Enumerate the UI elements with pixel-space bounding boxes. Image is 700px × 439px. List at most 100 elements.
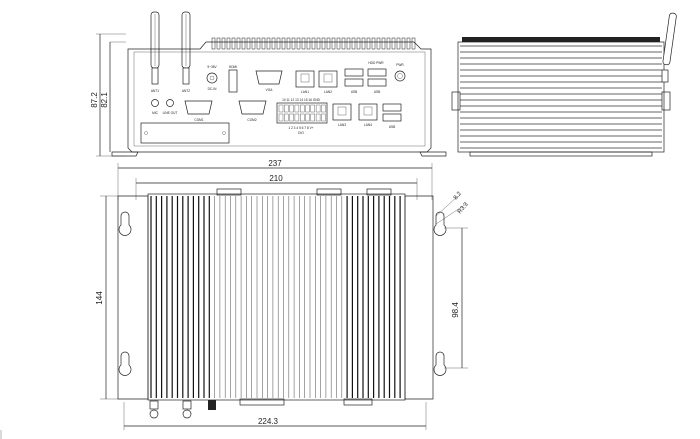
dio-pin: [284, 113, 289, 122]
front-fin: [226, 37, 231, 50]
front-fin: [281, 37, 286, 50]
dio-pin: [278, 104, 284, 113]
front-fin: [236, 37, 241, 50]
front-fin: [406, 37, 411, 50]
dio-pins-top: 10 11 12 13 14 15 16 GND: [282, 98, 321, 102]
ant1-label: ANT1: [151, 89, 159, 93]
dio-pin: [300, 113, 305, 122]
ant2-label: ANT2: [182, 89, 190, 93]
front-fin: [371, 37, 376, 50]
dim-mount-width: 224.3: [258, 417, 279, 426]
front-fin: [356, 37, 361, 50]
front-chassis: [127, 41, 432, 153]
front-fin: [316, 37, 321, 50]
front-fin: [331, 37, 336, 50]
dio-pin: [289, 113, 294, 122]
dio-pin: [289, 104, 294, 113]
front-fin: [376, 37, 381, 50]
expansion-plate: [140, 122, 230, 144]
mic-jack: MIC: [151, 99, 159, 115]
line-out-jack: LINE OUT: [163, 99, 178, 115]
front-fin: [336, 37, 341, 50]
front-fin: [291, 37, 296, 50]
power-label: PWR: [396, 63, 404, 67]
antenna-1: [150, 11, 160, 85]
dim-hole-spacing: 98.4: [451, 302, 460, 318]
keyhole-slot: [118, 351, 132, 376]
usb-bottom: USB: [382, 103, 402, 129]
dio-pin: [284, 104, 289, 113]
lan2-label: LAN2: [324, 90, 332, 94]
com2-port: COM2: [238, 100, 267, 122]
lan4-port: LAN4: [358, 103, 378, 127]
dim-slot-width: 8.2: [453, 191, 463, 202]
front-fin: [306, 37, 311, 50]
front-fin: [366, 37, 371, 50]
usb-top-right: USB: [367, 68, 387, 94]
usb-label-3: USB: [389, 125, 396, 129]
hdmi-port: HDMI: [228, 65, 238, 93]
dio-pin: [321, 104, 326, 113]
dc-in-top-label: 9~36V: [207, 65, 217, 69]
lan4-label: LAN4: [364, 123, 372, 127]
lan3-label: LAN3: [338, 123, 346, 127]
front-fin: [256, 37, 261, 50]
lan3-port: LAN3: [332, 103, 352, 127]
front-fin: [276, 37, 281, 50]
top-view-antenna-1: [149, 400, 159, 419]
dc-in-label: DC-IN: [208, 87, 218, 91]
front-fin: [326, 37, 331, 50]
front-fin: [411, 37, 416, 50]
lan1-port: LAN1: [295, 70, 315, 94]
dim-top-depth: 144: [95, 291, 104, 305]
top-view: 237 210 144: [95, 159, 470, 430]
front-fin: [246, 37, 251, 50]
front-fin: [361, 37, 366, 50]
front-fin: [241, 37, 246, 50]
dim-front-height-inner: 82.1: [100, 92, 109, 108]
front-fin: [221, 37, 226, 50]
dio-label: DIO: [298, 131, 304, 135]
power-button: PWR: [394, 63, 406, 82]
vga-port: VGA: [255, 70, 283, 92]
com1-label: COM1: [194, 118, 203, 122]
dio-pin: [305, 104, 310, 113]
dio-pin: [310, 104, 315, 113]
front-view: 87.2 82.1 9~36V DC-IN HDMI VGA LAN1 LA: [90, 11, 447, 157]
com2-label: COM2: [247, 118, 256, 122]
led-labels: HDD PWR: [368, 61, 384, 65]
front-fin: [271, 37, 276, 50]
dc-in-port: 9~36V DC-IN: [206, 65, 218, 91]
dio-pins-bottom: 1 2 3 4 5 6 7 8 V+: [288, 126, 313, 130]
front-fin: [321, 37, 326, 50]
lan2-port: LAN2: [318, 70, 338, 94]
front-fins: [211, 37, 416, 50]
line-out-label: LINE OUT: [163, 111, 178, 115]
hdmi-label: HDMI: [229, 65, 237, 69]
front-fin: [216, 37, 221, 50]
front-fin: [401, 37, 406, 50]
usb-top-left: USB: [344, 68, 364, 94]
dio-pin: [278, 113, 284, 122]
keyhole-slot: [433, 211, 447, 236]
front-fin: [211, 37, 216, 50]
dim-top-inner-width: 210: [269, 174, 283, 183]
front-fin: [261, 37, 266, 50]
dio-pin: [294, 104, 300, 113]
vga-label: VGA: [266, 88, 274, 92]
dio-terminal-block: 10 11 12 13 14 15 16 GND 1 2 3 4 5 6 7 8…: [276, 98, 328, 135]
dio-pin: [310, 113, 315, 122]
front-fin: [396, 37, 401, 50]
front-fin: [341, 37, 346, 50]
front-fin: [351, 37, 356, 50]
front-fin: [231, 37, 236, 50]
front-fin: [391, 37, 396, 50]
dio-pin: [305, 113, 310, 122]
lan1-label: LAN1: [301, 90, 309, 94]
dim-front-height-outer: 87.2: [90, 92, 99, 108]
front-fin: [381, 37, 386, 50]
front-fin: [266, 37, 271, 50]
front-fin: [346, 37, 351, 50]
mic-label: MIC: [152, 111, 159, 115]
